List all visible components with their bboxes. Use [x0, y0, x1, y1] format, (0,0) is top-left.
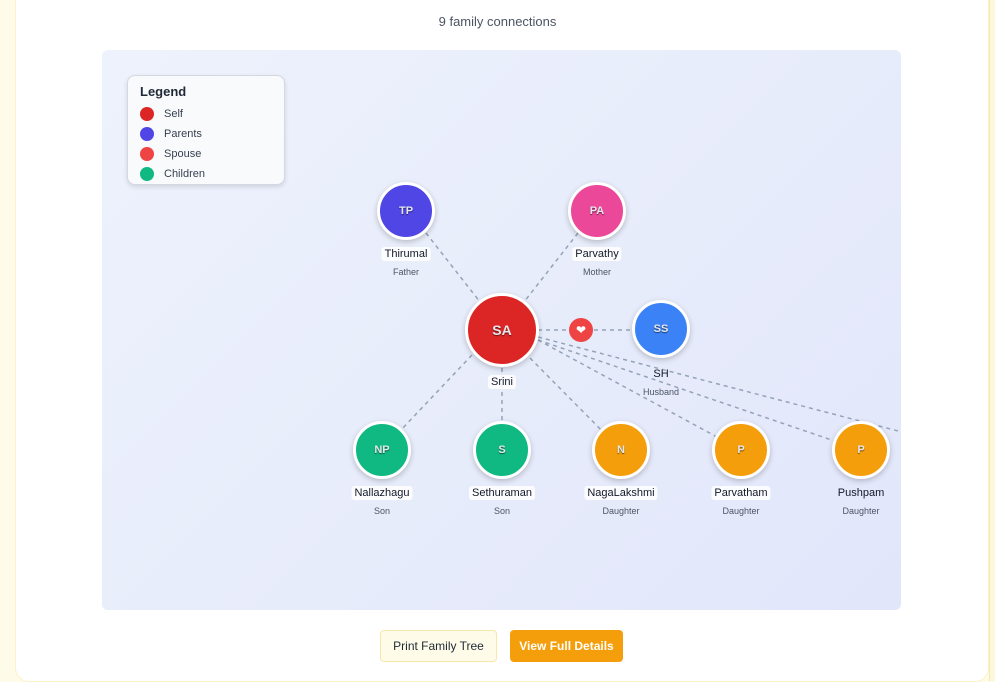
node-child-parvatham[interactable]: P — [712, 421, 770, 479]
node-name-self: Srini — [487, 375, 517, 389]
legend-dot-parents — [140, 127, 154, 141]
node-initials: SS — [653, 323, 669, 335]
node-name-child: Parvatham — [711, 486, 771, 500]
legend-item-spouse: Spouse — [140, 144, 272, 164]
legend-label: Children — [164, 168, 205, 180]
node-role-father: Father — [392, 267, 420, 277]
node-role-mother: Mother — [582, 267, 612, 277]
legend-label: Self — [164, 108, 183, 120]
family-tree-canvas[interactable]: Legend Self Parents Spouse Children TP T… — [102, 50, 901, 610]
node-role-child: Daughter — [602, 506, 640, 516]
node-role-child: Son — [493, 506, 511, 516]
node-name-child: NagaLakshmi — [584, 486, 658, 500]
node-spouse[interactable]: SS — [632, 300, 690, 358]
legend-item-self: Self — [140, 104, 272, 124]
legend-label: Parents — [164, 128, 202, 140]
node-role-spouse: Husband — [642, 387, 680, 397]
node-initials: SA — [492, 322, 512, 338]
edge-child-4 — [537, 339, 742, 451]
node-mother[interactable]: PA — [568, 182, 626, 240]
node-child-nagalakshmi[interactable]: N — [592, 421, 650, 479]
legend-item-parents: Parents — [140, 124, 272, 144]
node-father[interactable]: TP — [377, 182, 435, 240]
node-name-mother: Parvathy — [572, 247, 622, 261]
legend-item-children: Children — [140, 164, 272, 184]
node-role-child: Daughter — [722, 506, 760, 516]
legend-dot-self — [140, 107, 154, 121]
node-name-child: Sethuraman — [469, 486, 535, 500]
node-initials: P — [857, 444, 865, 456]
node-initials: TP — [398, 205, 414, 217]
node-name-spouse: SH — [653, 368, 669, 380]
node-role-child: Daughter — [842, 506, 880, 516]
node-child-pushpam[interactable]: P — [832, 421, 890, 479]
legend-dot-children — [140, 167, 154, 181]
node-child-nallazhagu[interactable]: NP — [353, 421, 411, 479]
node-role-child: Son — [373, 506, 391, 516]
node-initials: P — [737, 444, 745, 456]
node-child-sethuraman[interactable]: S — [473, 421, 531, 479]
legend-label: Spouse — [164, 148, 202, 160]
heart-icon: ❤ — [569, 318, 593, 342]
node-initials: N — [617, 444, 625, 456]
edge-child-1 — [381, 354, 473, 451]
node-initials: PA — [589, 205, 605, 217]
edge-offscreen — [537, 336, 901, 433]
edge-child-5 — [537, 339, 862, 451]
node-name-child: Nallazhagu — [351, 486, 413, 500]
legend-dot-spouse — [140, 147, 154, 161]
node-self[interactable]: SA — [465, 293, 539, 367]
node-initials: NP — [374, 444, 390, 456]
print-family-tree-button[interactable]: Print Family Tree — [380, 630, 497, 662]
node-name-father: Thirumal — [381, 247, 431, 261]
legend-title: Legend — [140, 84, 187, 99]
view-full-details-button[interactable]: View Full Details — [510, 630, 623, 662]
node-name-child: Pushpam — [837, 487, 885, 499]
legend: Legend Self Parents Spouse Children — [127, 75, 285, 185]
node-initials: S — [498, 444, 506, 456]
scrollbar[interactable] — [989, 0, 995, 681]
connections-subtitle: 9 family connections — [438, 14, 557, 29]
